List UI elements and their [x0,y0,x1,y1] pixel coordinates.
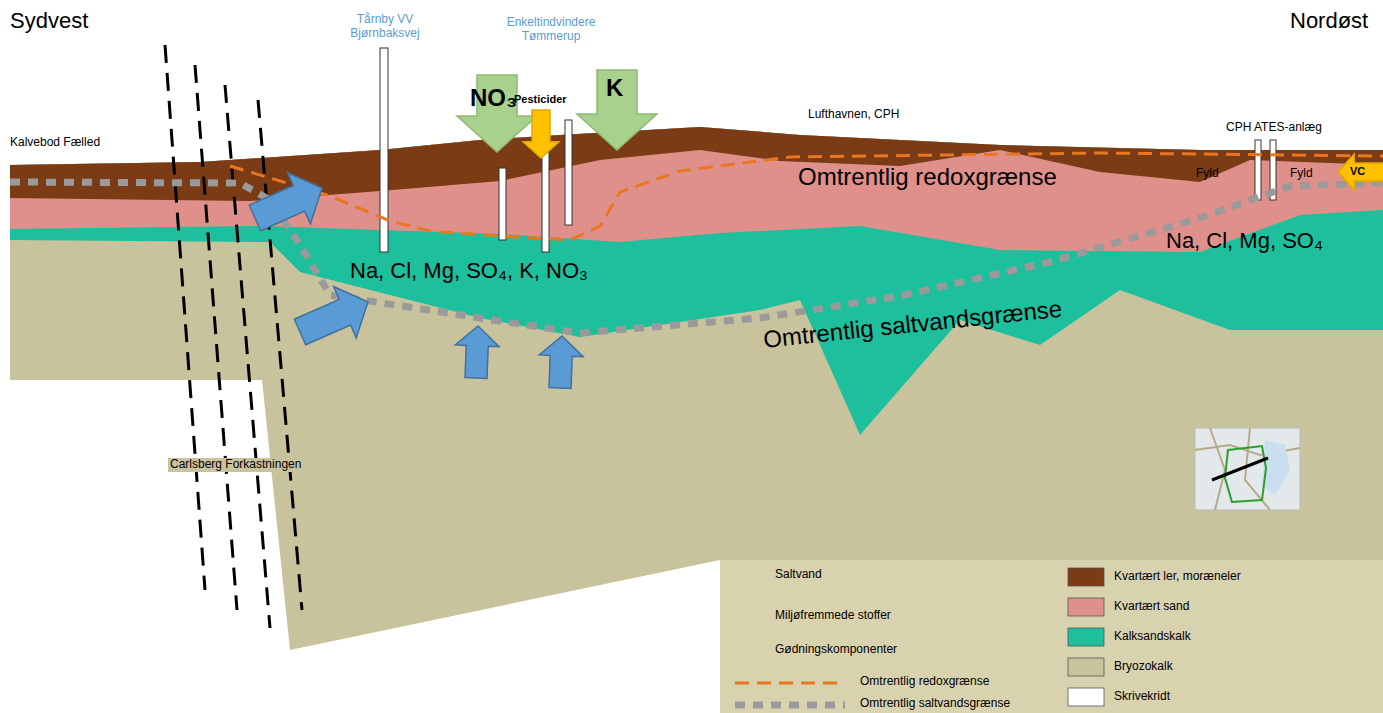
chalk-sand-layer [10,127,1383,435]
chemical-label: NO₃ [470,84,517,112]
arrow-symbol [455,326,499,378]
arrow-symbol [294,287,368,345]
legend-label: Kalksandskalk [1114,630,1191,644]
chemical-label: VC [1350,165,1365,178]
fault-lines [165,45,302,628]
legend-panel [720,560,1383,713]
arrow-symbol [577,70,657,150]
well-label: Tårnby VV Bjørnbaksvej [344,13,426,41]
arrow-symbol [1338,154,1383,190]
fill-label: Fyld [1196,167,1219,181]
arrow-symbol [457,75,537,152]
well-label: CPH ATES-anlæg [1226,121,1322,135]
legend-label: Omtrentlig redoxgrænse [860,675,989,689]
legend-swatches [1068,568,1104,706]
bryozo-layer [10,127,1383,650]
legend-label: Gødningskomponenter [775,643,897,657]
legend-swatch [1068,598,1104,616]
fill-label: Fyld [1290,167,1313,181]
legend-label: Skrivekridt [1114,690,1170,704]
legend-label: Bryozokalk [1114,660,1173,674]
legend-swatch [1068,568,1104,586]
redox-line [230,153,1383,240]
legend-label: Saltvand [775,568,822,582]
chemical-label: Pesticider [514,93,567,106]
place-label: Kalvebod Fælled [10,136,100,150]
arrows [249,70,1383,664]
legend-label: Kvartært ler, moræneler [1114,570,1241,584]
legend-swatch [1068,628,1104,646]
chemistry-label: Na, Cl, Mg, SO₄ [1166,228,1323,253]
arrow-symbol [523,110,559,158]
chemical-label: K [606,74,623,102]
boundary-label: Omtrentlig redoxgrænse [798,163,1057,191]
well-label: Enkeltindvindere Tømmerup [505,16,597,44]
wells [380,48,1276,252]
legend-salt-sample [735,702,845,709]
place-label: Lufthavnen, CPH [808,108,899,122]
map-inset [1195,428,1300,510]
chemistry-label: Na, Cl, Mg, SO₄, K, NO₃ [350,258,588,283]
arrow-symbol [539,336,583,388]
saltwater-line [10,182,1383,333]
arrow-symbol [249,173,322,231]
legend-label: Miljøfremmede stoffer [775,609,891,623]
legend-redox-sample [735,682,845,685]
corner-label: Nordøst [1290,8,1368,33]
clay-layer [10,127,1383,201]
fault-label: Carlsberg Forkastningen [168,458,303,472]
corner-label: Sydvest [10,8,88,33]
legend-label: Kvartært sand [1114,600,1189,614]
legend-swatch [1068,688,1104,706]
legend-swatch [1068,658,1104,676]
legend-label: Omtrentlig saltvandsgrænse [860,697,1010,711]
